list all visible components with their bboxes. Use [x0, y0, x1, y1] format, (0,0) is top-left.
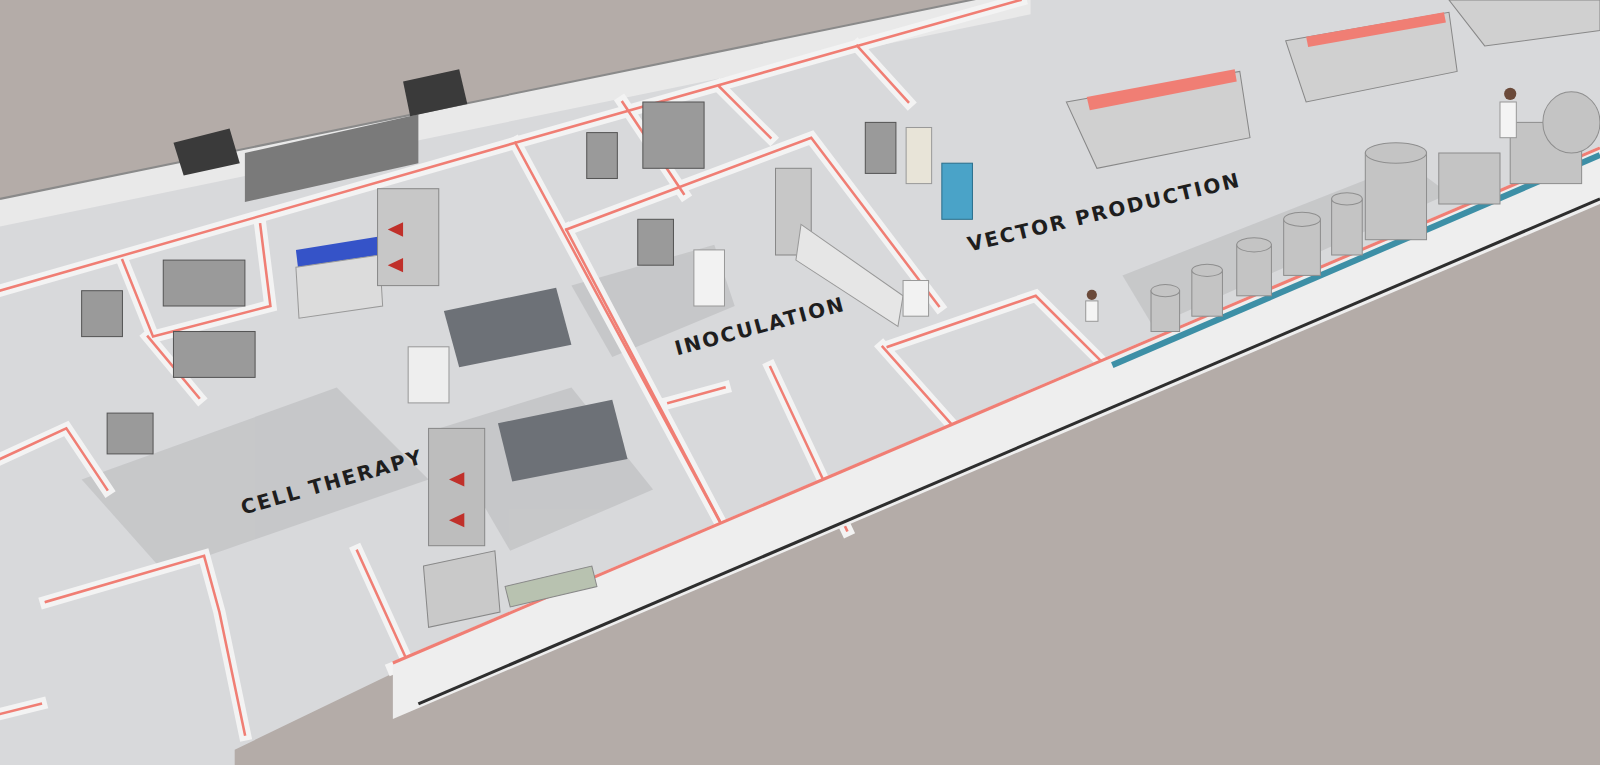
room-label: VECTOR PRODUCTION [965, 168, 1243, 257]
doors [82, 102, 896, 454]
process-equipment [906, 0, 1600, 332]
front-wall [393, 148, 1600, 719]
roof-units [173, 69, 467, 175]
room-label: CELL THERAPY [238, 444, 426, 519]
back-wall [0, 0, 1031, 226]
lab-equipment [296, 168, 929, 627]
room-label: INOCULATION [672, 292, 848, 361]
partition-walls [0, 0, 1600, 734]
